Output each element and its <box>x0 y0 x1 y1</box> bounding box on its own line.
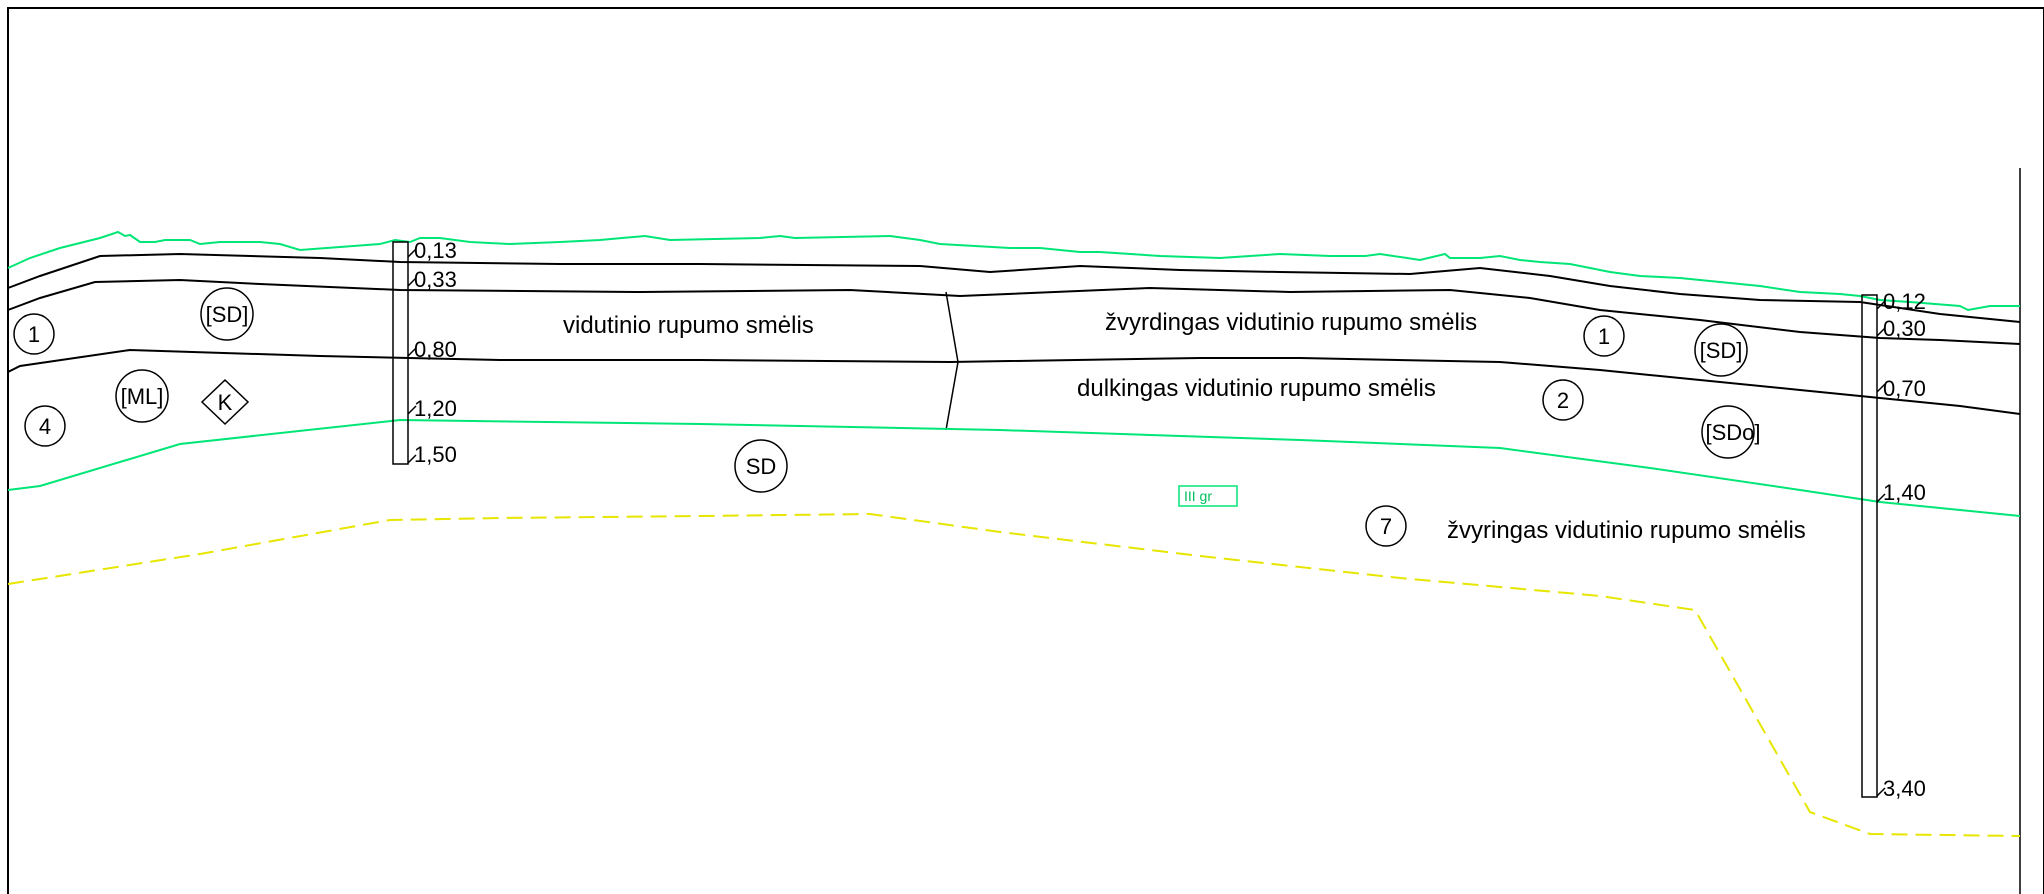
borehole-right-ticks <box>1876 300 1886 797</box>
layer-boundary-1-20 <box>7 418 2021 517</box>
svg-text:[SD]: [SD] <box>1700 338 1743 363</box>
layer-boundary-0-13 <box>7 252 2021 323</box>
depth-label-left-5: 1,50 <box>414 442 457 467</box>
svg-text:SD: SD <box>746 454 777 479</box>
svg-text:4: 4 <box>39 414 51 439</box>
groundwater-line <box>7 512 2021 837</box>
depth-label-right-3: 0,70 <box>1883 376 1926 401</box>
layer-boundary-0-33 <box>7 278 2021 345</box>
layer-description-silty: dulkingas vidutinio rupumo smėlis <box>1077 375 1436 402</box>
depth-label-left-2: 0,33 <box>414 267 457 292</box>
svg-text:[SDo]: [SDo] <box>1705 420 1760 445</box>
depth-label-right-4: 1,40 <box>1883 480 1926 505</box>
soil-symbol-right-sdo: [SDo] <box>1701 405 1761 459</box>
depth-label-right-1: 0,12 <box>1883 289 1926 314</box>
layer-number-right-2: 2 <box>1542 379 1584 421</box>
facies-boundary <box>945 291 959 431</box>
svg-text:1: 1 <box>1598 324 1610 349</box>
depth-label-left-4: 1,20 <box>414 396 457 421</box>
borehole-left <box>392 241 409 465</box>
svg-text:[ML]: [ML] <box>121 384 164 409</box>
svg-text:[SD]: [SD] <box>206 302 249 327</box>
depth-label-left-3: 0,80 <box>414 337 457 362</box>
svg-text:III gr: III gr <box>1184 488 1212 504</box>
soil-symbol-left-ml: [ML] <box>115 369 169 423</box>
ground-surface-line <box>7 230 2020 312</box>
layer-number-left-1: 1 <box>13 313 55 355</box>
depth-label-right-2: 0,30 <box>1883 316 1926 341</box>
layer-boundary-0-80 <box>7 348 2021 415</box>
layer-number-left-4: 4 <box>24 405 66 447</box>
depth-label-right-5: 3,40 <box>1883 776 1926 801</box>
borehole-right <box>1861 294 1878 798</box>
soil-group-tag: III gr <box>1178 485 1238 507</box>
svg-text:2: 2 <box>1557 388 1569 413</box>
layer-description-medium-sand: vidutinio rupumo smėlis <box>563 312 814 339</box>
svg-text:1: 1 <box>28 322 40 347</box>
soil-symbol-mid-sd: SD <box>734 439 788 493</box>
drawing-frame <box>7 7 2044 894</box>
k-diamond-marker: K <box>200 378 250 426</box>
svg-text:7: 7 <box>1380 514 1392 539</box>
layer-description-gravelly-top: žvyrdingas vidutinio rupumo smėlis <box>1105 309 1477 336</box>
layer-number-right-1: 1 <box>1583 315 1625 357</box>
layer-number-right-7: 7 <box>1365 505 1407 547</box>
depth-label-left-1: 0,13 <box>414 238 457 263</box>
soil-symbol-left-sd: [SD] <box>200 287 254 341</box>
borehole-left-ticks <box>407 248 417 464</box>
layer-description-gravelly-bottom: žvyringas vidutinio rupumo smėlis <box>1447 517 1806 544</box>
svg-text:K: K <box>218 390 233 415</box>
soil-symbol-right-sd: [SD] <box>1694 323 1748 377</box>
